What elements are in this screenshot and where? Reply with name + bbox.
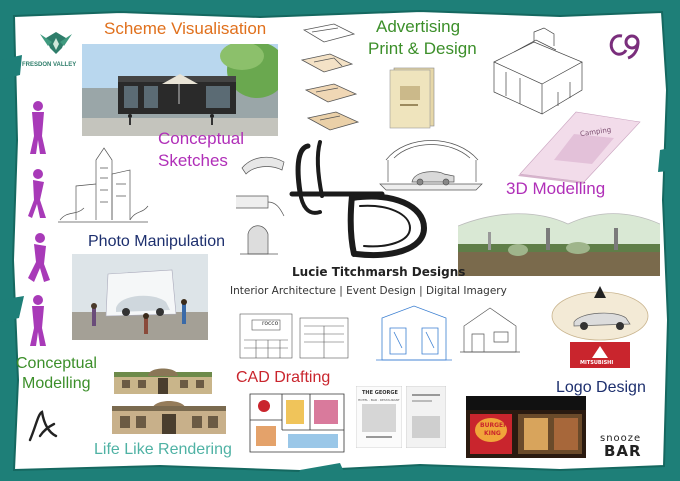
burger-king-text-1: BURGER [480,422,508,429]
cad-section-drawing [376,305,452,361]
fresdon-valley-text: FRESDON VALLEY [22,62,77,68]
label-conceptual-sketches-1: Conceptual [158,129,245,148]
abstract-model-sketch [28,410,58,442]
cad-floor-plan [246,390,348,456]
ltd-monogram-logo [289,140,428,258]
label-advertising: Advertising [376,17,461,36]
house-3d-line-model [493,27,583,115]
burger-king-storefront [466,396,586,458]
fresdon-valley-logo [40,32,72,54]
marquee-interior-render [458,206,660,276]
detail-sketches [236,156,285,255]
label-print-design: Print & Design [368,39,477,58]
burger-king-text-2: KING [484,430,501,437]
floor-plan-sketches [300,23,360,131]
rocco-sign-text: rocco [262,320,279,327]
label-photo-manipulation: Photo Manipulation [88,233,225,250]
label-cad-drafting: CAD Drafting [236,369,331,386]
the-george-title: THE GEORGE [362,390,398,396]
purple-figure-sketches [28,101,50,346]
label-life-like-rendering: Life Like Rendering [94,441,232,458]
camping-card-render [518,111,641,184]
label-conceptual-sketches-2: Sketches [158,151,228,170]
mitsubishi-text: MITSUBISHI [580,360,614,366]
building-render-lower [108,396,230,436]
the-george-print [356,386,402,448]
house-elevation-sketch [460,307,520,353]
label-scheme-visualisation: Scheme Visualisation [104,19,267,38]
the-george-subtitle: HOTEL · BAR · RESTAURANT [358,398,400,402]
label-3d-modelling: 3D Modelling [506,179,606,198]
brand-services: Interior Architecture | Event Design | D… [230,285,507,297]
building-render-upper [108,364,218,398]
label-logo-design: Logo Design [556,379,646,396]
car-canopy-sketch [379,140,483,191]
snooze-logo-text: snooze [600,433,642,444]
brand-name: Lucie Titchmarsh Designs [292,265,466,279]
label-conceptual-modelling-1: Conceptual [16,355,97,372]
tower-sketch [58,147,149,223]
bar-logo-text: BAR [604,442,642,460]
c9-logo [609,34,640,60]
label-conceptual-modelling-2: Modelling [22,375,91,392]
photo-manipulation-image [72,254,208,340]
mitsubishi-concept-sketch [551,286,649,368]
scheme-visualisation-image [82,44,278,136]
stationery-card [406,386,446,448]
brochure-mockup [389,67,435,129]
cad-elevation-drawing [234,304,354,366]
